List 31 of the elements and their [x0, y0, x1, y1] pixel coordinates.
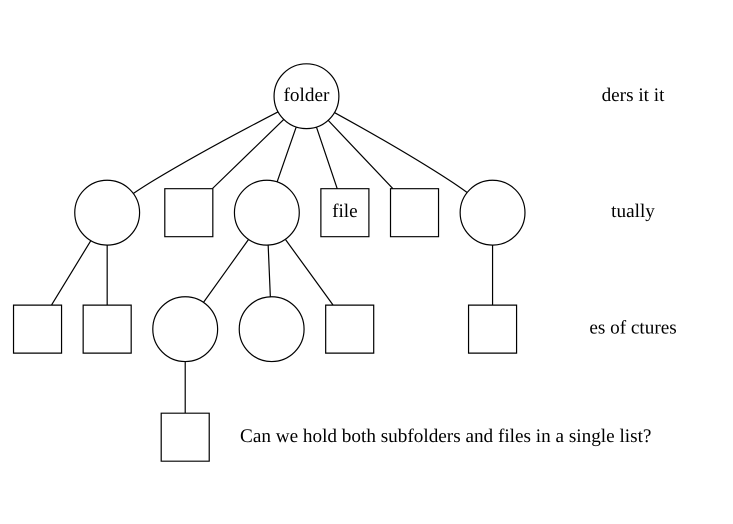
node-circle: folder — [273, 62, 340, 129]
connector — [492, 244, 494, 304]
connector — [184, 362, 186, 413]
connector — [268, 244, 271, 296]
connector — [133, 110, 278, 194]
connector — [334, 112, 468, 192]
label: ders it it — [602, 84, 664, 106]
connector — [285, 238, 334, 305]
node-box — [164, 188, 214, 237]
node-circle — [152, 296, 218, 362]
node-box — [82, 304, 132, 354]
node-box — [390, 188, 440, 237]
node-circle — [234, 179, 300, 246]
connector — [203, 238, 249, 302]
connector — [316, 126, 338, 188]
node-circle — [460, 179, 526, 246]
label: Can we hold both subfolders and files in a single list? — [240, 425, 652, 446]
connector — [212, 118, 284, 188]
node-box: file — [320, 188, 370, 237]
node-box — [468, 304, 518, 354]
node-circle — [238, 296, 305, 362]
node-box — [160, 412, 210, 462]
connector — [276, 126, 297, 182]
connector — [106, 244, 108, 304]
label: es of ctures — [589, 317, 677, 338]
connector — [328, 120, 394, 188]
node-circle — [74, 179, 140, 246]
connector — [51, 240, 92, 305]
node-box — [325, 304, 374, 354]
node-box — [12, 304, 62, 354]
label: tually — [611, 200, 655, 222]
